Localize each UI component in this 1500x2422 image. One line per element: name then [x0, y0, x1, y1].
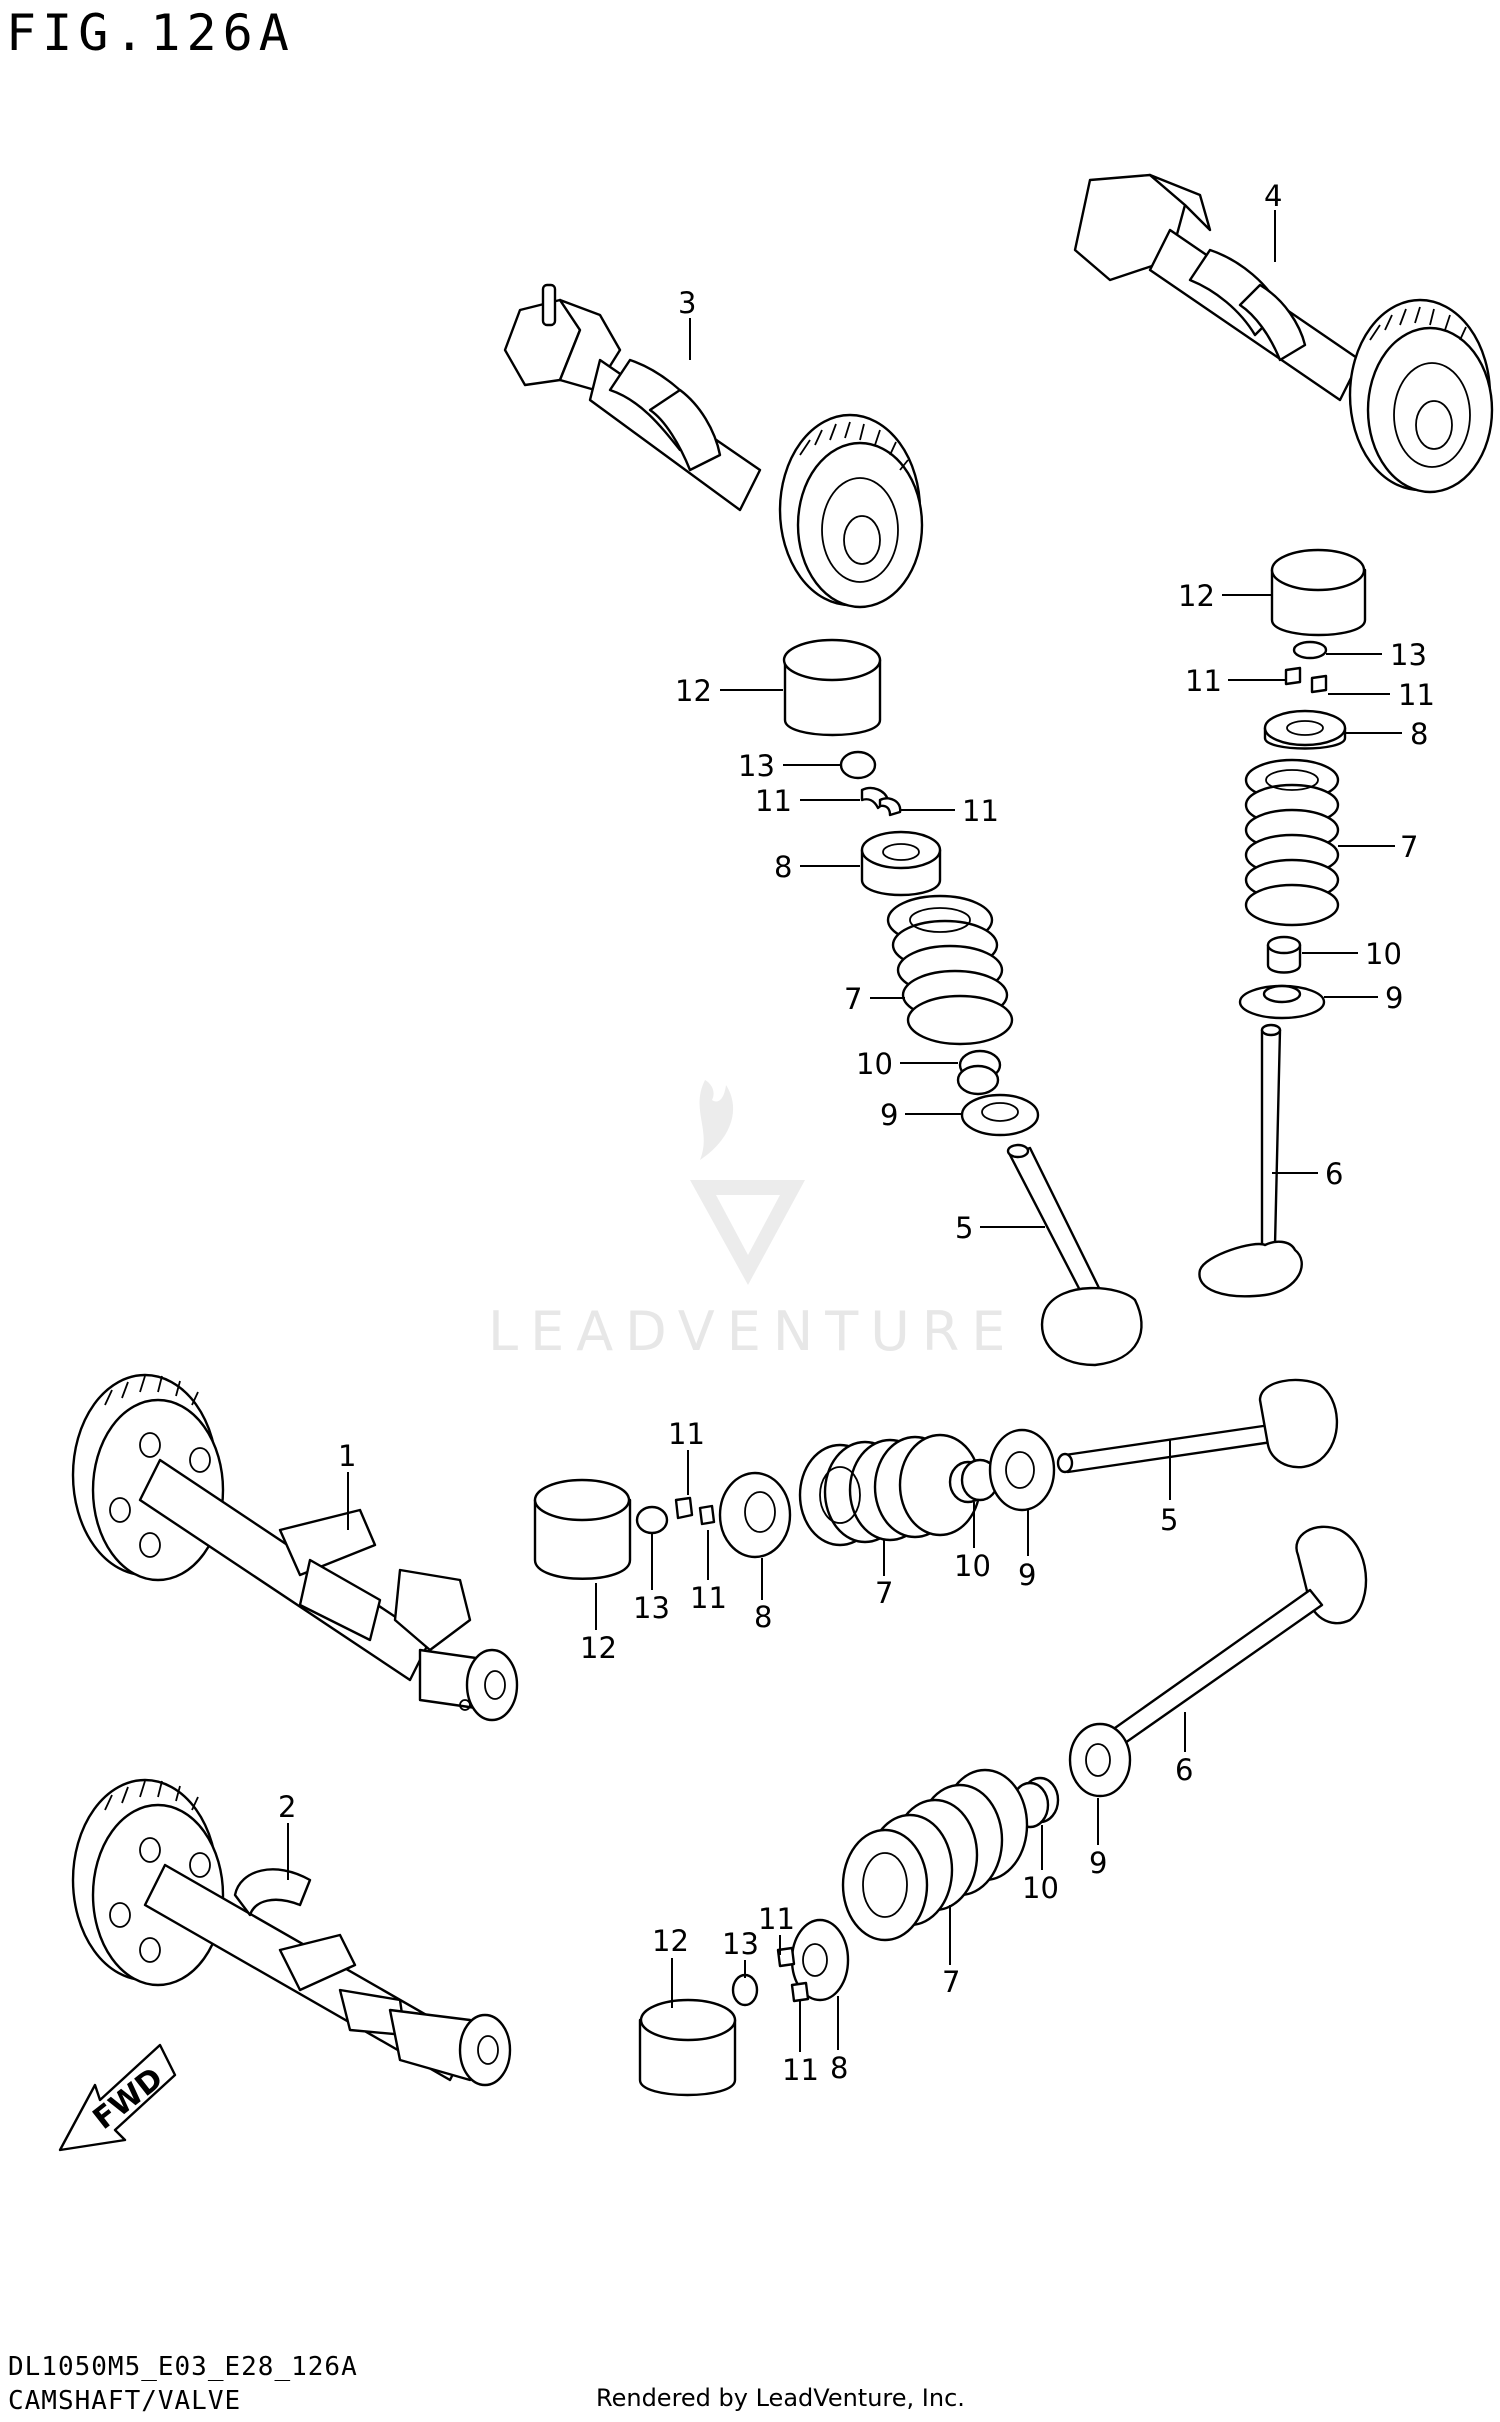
callout-9-a: 9: [880, 1098, 898, 1132]
callout-11-a1: 11: [755, 784, 792, 818]
callout-11-c2: 11: [690, 1581, 727, 1615]
callout-6-b: 6: [1325, 1157, 1343, 1191]
valve-spring-a: [886, 894, 1014, 1046]
camshaft-part-3: [503, 283, 924, 609]
callout-5-a: 5: [955, 1211, 973, 1245]
callout-10-c: 10: [954, 1549, 991, 1583]
callout-11-d1: 11: [758, 1902, 795, 1936]
valve-assembly-d: [638, 1525, 1368, 2097]
callout-12-b: 12: [1178, 579, 1215, 613]
callout-3-top: 3: [678, 286, 696, 320]
callout-11-b2: 11: [1398, 678, 1435, 712]
watermark-logo: [690, 1080, 805, 1285]
fwd-arrow-icon: FWD: [58, 2043, 177, 2152]
valve-spring-c: [798, 1433, 982, 1547]
callout-5-c: 5: [1160, 1503, 1178, 1537]
camshaft-part-2: [71, 1778, 512, 2087]
callout-13-b: 13: [1390, 638, 1427, 672]
rendered-by-credit: Rendered by LeadVenture, Inc.: [596, 2384, 965, 2412]
camshaft-part-4: [1073, 173, 1494, 494]
callout-12-a: 12: [675, 674, 712, 708]
camshaft-part-1: [71, 1373, 519, 1722]
callout-4-top: 4: [1264, 179, 1282, 213]
valve-assembly-c: [533, 1378, 1339, 1580]
callout-11-c1: 11: [668, 1417, 705, 1451]
callout-8-c: 8: [754, 1600, 772, 1634]
valve-spring-b: [1244, 758, 1340, 927]
valve-assembly-a: [782, 638, 1143, 1367]
callout-7-c: 7: [875, 1576, 893, 1610]
valve-assembly-b: [1198, 548, 1367, 1298]
callout-13-d: 13: [722, 1927, 759, 1961]
callout-8-a: 8: [774, 850, 792, 884]
callout-7-a: 7: [844, 982, 862, 1016]
callout-13-a: 13: [738, 749, 775, 783]
callout-1: 1: [338, 1439, 356, 1473]
callout-7-d: 7: [942, 1965, 960, 1999]
callout-12-d: 12: [652, 1924, 689, 1958]
callout-12-c: 12: [580, 1631, 617, 1665]
callout-9-c: 9: [1018, 1558, 1036, 1592]
callout-6-d: 6: [1175, 1753, 1193, 1787]
watermark-text: LEADVENTURE: [488, 1300, 1018, 1363]
callout-13-c: 13: [633, 1591, 670, 1625]
callout-11-b1: 11: [1185, 664, 1222, 698]
callout-8-b: 8: [1410, 717, 1428, 751]
callout-9-b: 9: [1385, 981, 1403, 1015]
callout-11-d2: 11: [782, 2053, 819, 2087]
callout-9-d: 9: [1089, 1846, 1107, 1880]
callout-11-a2: 11: [962, 794, 999, 828]
callout-8-d: 8: [830, 2051, 848, 2085]
callout-10-a: 10: [856, 1047, 893, 1081]
callout-7-b: 7: [1400, 830, 1418, 864]
valve-spring-d: [841, 1768, 1029, 1942]
callout-2: 2: [278, 1790, 296, 1824]
figure-name: CAMSHAFT/VALVE: [8, 2386, 242, 2416]
callout-10-b: 10: [1365, 937, 1402, 971]
callout-10-d: 10: [1022, 1871, 1059, 1905]
figure-code: DL1050M5_E03_E28_126A: [8, 2352, 358, 2382]
figure-title: FIG.126A: [6, 4, 295, 62]
